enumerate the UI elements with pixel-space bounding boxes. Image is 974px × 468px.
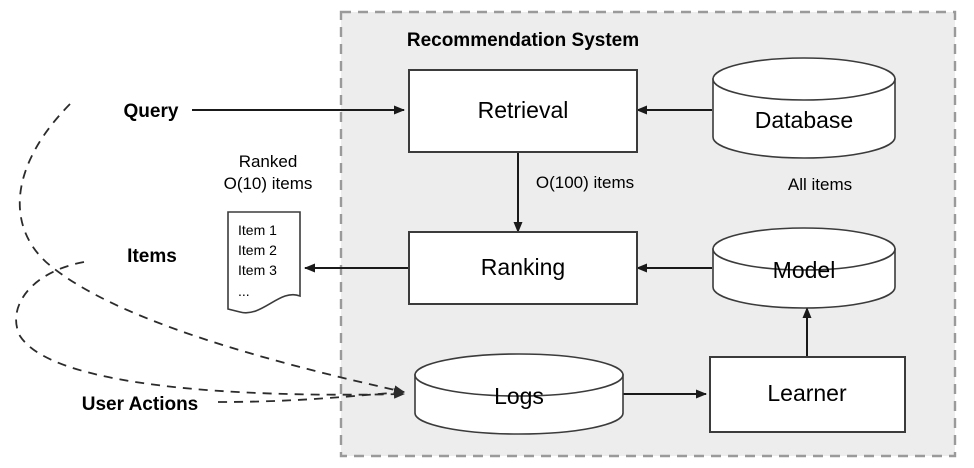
node-retrieval[interactable]	[408, 69, 638, 153]
node-ranking[interactable]	[408, 231, 638, 305]
node-database-label: Database	[755, 107, 853, 133]
node-retrieval-label: Retrieval	[478, 97, 569, 123]
edge-query-feedback-to-logs	[18, 103, 405, 395]
edge-label-o100-items: O(100) items	[536, 173, 634, 192]
database-caption: All items	[788, 175, 852, 194]
node-logs[interactable]	[414, 353, 624, 435]
node-ranking-label: Ranking	[481, 254, 565, 280]
items-document-line-3: Item 3	[238, 262, 277, 278]
node-learner-label: Learner	[767, 380, 847, 406]
items-document-line-4: ...	[238, 283, 250, 299]
node-database[interactable]	[712, 57, 896, 159]
io-label-query: Query	[124, 101, 179, 122]
node-logs-label: Logs	[494, 383, 544, 409]
items-document-line-2: Item 2	[238, 242, 277, 258]
node-learner[interactable]	[709, 356, 906, 433]
items-document-line-1: Item 1	[238, 222, 277, 238]
ranked-caption-line-1: Ranked	[239, 152, 298, 171]
edge-items-feedback-to-logs	[15, 261, 405, 399]
items-document[interactable]	[227, 211, 301, 314]
io-label-items: Items	[127, 246, 177, 267]
io-label-user-actions: User Actions	[82, 394, 199, 415]
node-model-label: Model	[773, 257, 836, 283]
container-title: Recommendation System	[407, 30, 639, 51]
ranked-caption-line-2: O(10) items	[224, 174, 313, 193]
edge-user-actions-to-logs	[217, 388, 405, 403]
node-model[interactable]	[712, 227, 896, 309]
